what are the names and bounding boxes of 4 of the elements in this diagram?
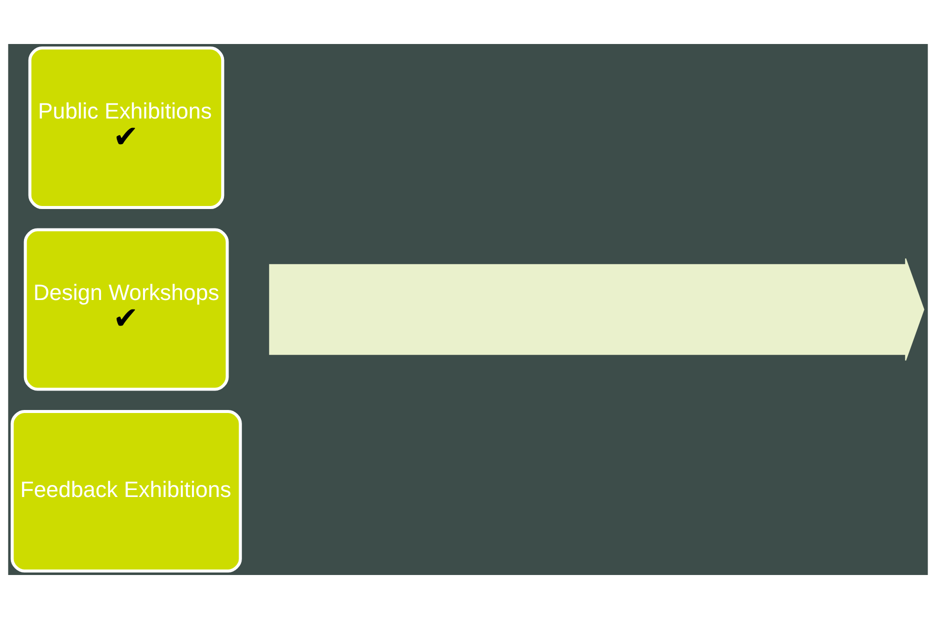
node-box: Feedback Exhibitions <box>10 409 242 572</box>
node-arrow <box>269 258 924 360</box>
node-box: Design Workshops ✔ <box>24 228 229 390</box>
node-box: Public Exhibitions ✔ <box>28 46 224 209</box>
